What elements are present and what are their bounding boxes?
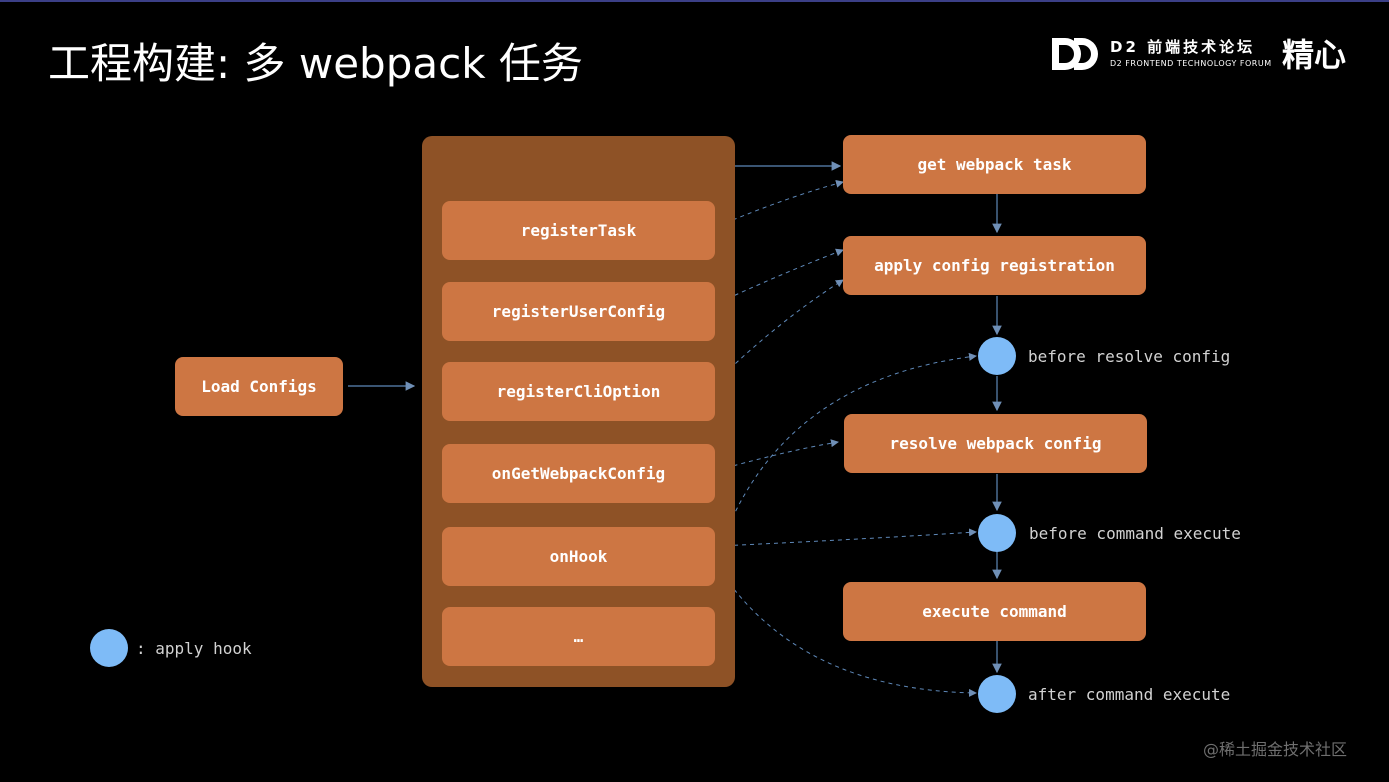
api-register-cli-option: registerCliOption [442, 362, 715, 421]
partner-logo: 精心 [1282, 36, 1347, 74]
step-resolve-webpack-config: resolve webpack config [844, 414, 1147, 473]
hook-label-after-command-execute: after command execute [1028, 685, 1231, 704]
page-title: 工程构建: 多 webpack 任务 [48, 39, 583, 88]
top-accent-line [0, 0, 1389, 2]
api-more: … [442, 607, 715, 666]
hook-after-command-execute [978, 675, 1016, 713]
hook-label-before-resolve-config: before resolve config [1028, 347, 1231, 366]
d2-logo [1052, 38, 1098, 70]
brand-name-en: D2 FRONTEND TECHNOLOGY FORUM [1110, 59, 1272, 68]
api-on-hook: onHook [442, 527, 715, 586]
watermark: @稀土掘金技术社区 [1203, 740, 1348, 759]
brand-name-cn: D2 前端技术论坛 [1110, 38, 1256, 56]
legend-hook-icon [90, 629, 128, 667]
api-register-user-config: registerUserConfig [442, 282, 715, 341]
load-configs-node: Load Configs [175, 357, 343, 416]
legend-label: : apply hook [136, 639, 252, 658]
hook-before-resolve-config [978, 337, 1016, 375]
hook-before-command-execute [978, 514, 1016, 552]
hook-label-before-command-execute: before command execute [1029, 524, 1241, 543]
step-get-webpack-task: get webpack task [843, 135, 1146, 194]
step-apply-config-registration: apply config registration [843, 236, 1146, 295]
api-on-get-webpack-config: onGetWebpackConfig [442, 444, 715, 503]
step-execute-command: execute command [843, 582, 1146, 641]
api-register-task: registerTask [442, 201, 715, 260]
